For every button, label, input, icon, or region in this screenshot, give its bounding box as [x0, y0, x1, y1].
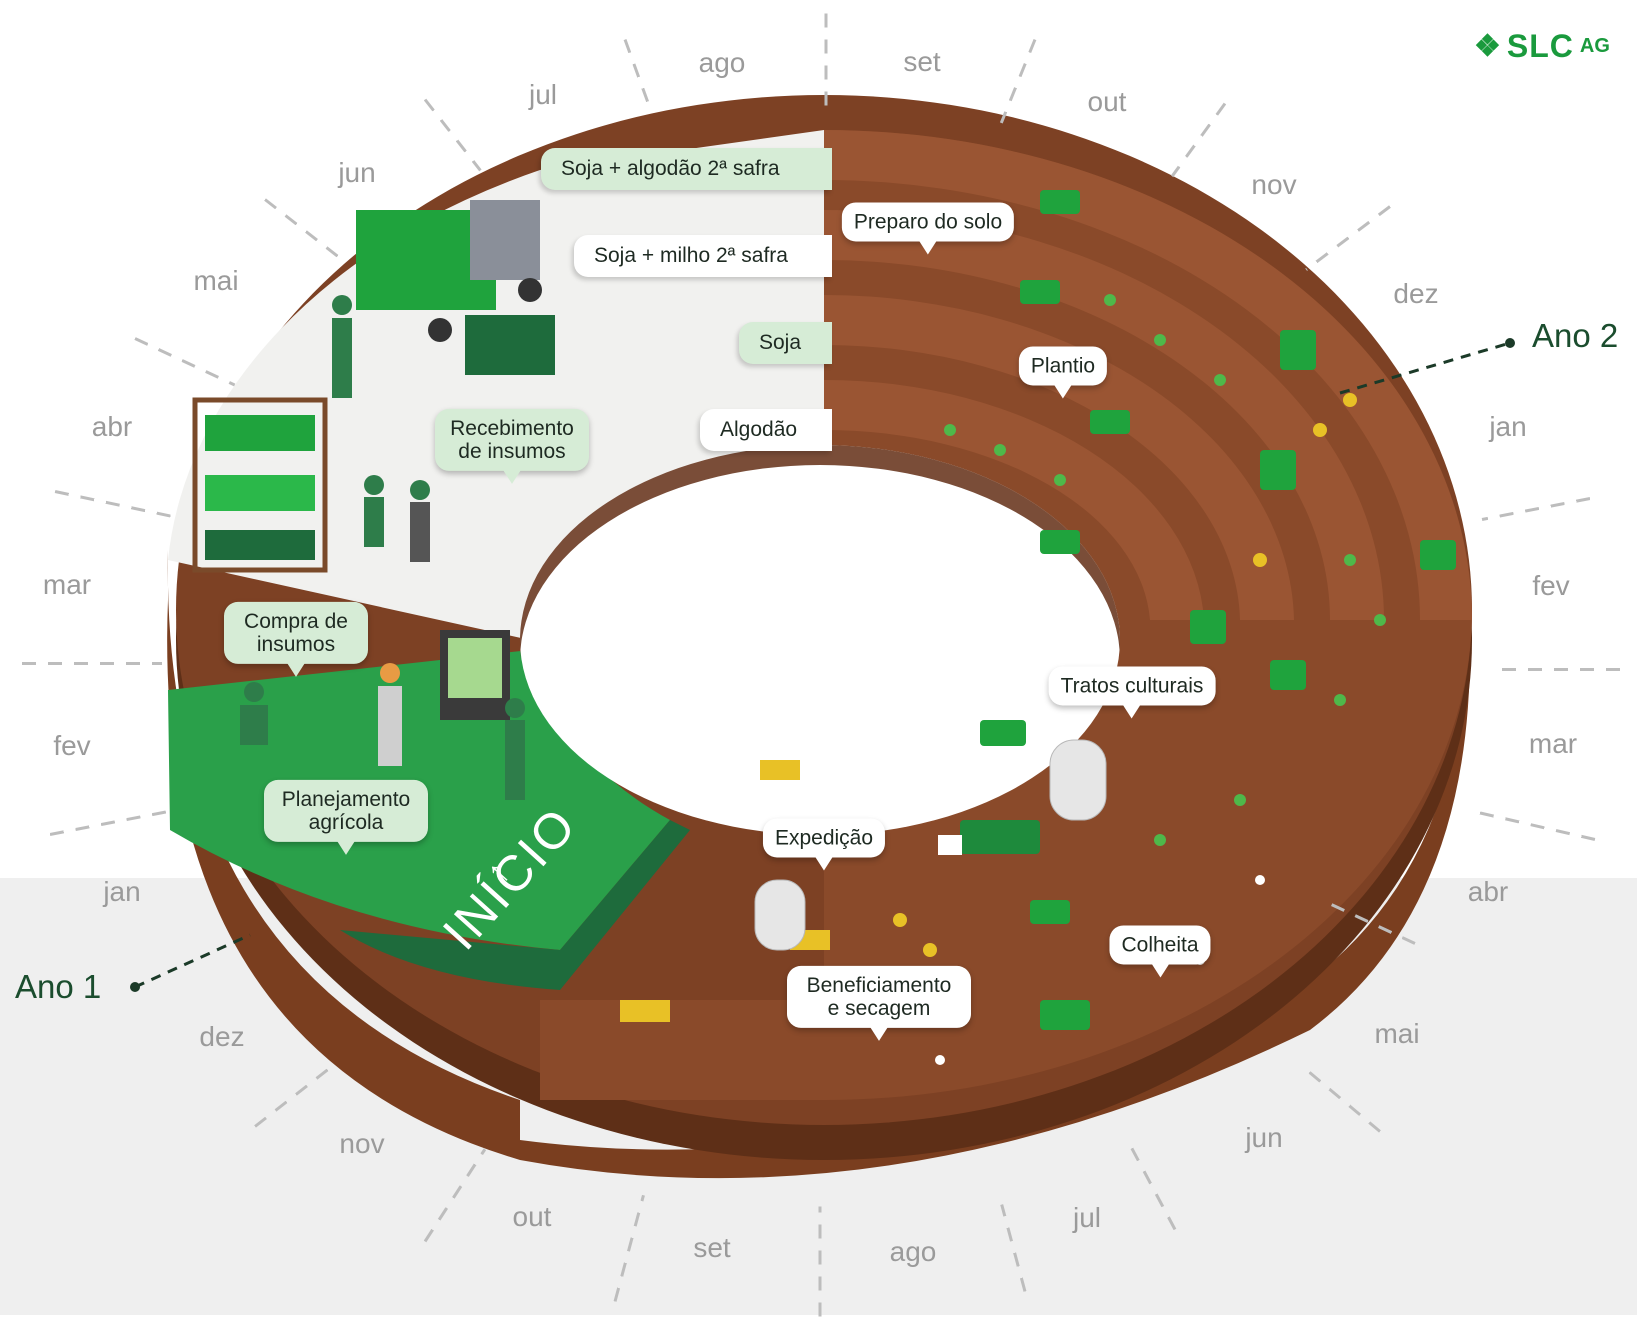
brand-suffix: AG — [1579, 35, 1610, 57]
callout-text: Compra de insumos — [244, 609, 348, 656]
callout-expedicao: Expedição — [762, 818, 886, 871]
callout-recebimento: Recebimento de insumos — [435, 408, 589, 485]
callout-text: Recebimento de insumos — [450, 416, 574, 463]
brand-logo: ❖ SLC AG — [1474, 28, 1610, 65]
callout-colheita: Colheita — [1109, 925, 1211, 978]
callout-beneficiamento: Beneficiamento e secagem — [787, 965, 971, 1042]
month-label: ago — [889, 1236, 937, 1267]
month-label: fev — [1532, 570, 1570, 601]
month-label: out — [512, 1201, 552, 1232]
callout-text: Preparo do solo — [853, 210, 1003, 234]
month-tick — [818, 1206, 822, 1317]
brand-mark-icon: ❖ — [1474, 30, 1501, 63]
month-label: dez — [1393, 278, 1439, 309]
legend-item-soja: Soja — [739, 322, 832, 364]
year-1-label: Ano 1 — [15, 968, 102, 1005]
callout-tratos-culturais: Tratos culturais — [1048, 666, 1216, 719]
month-label: abr — [1467, 876, 1509, 907]
storage-shelf — [192, 397, 328, 573]
month-label: jul — [1072, 1202, 1102, 1233]
callout-compra: Compra de insumos — [224, 601, 368, 678]
month-label: mar — [1528, 728, 1578, 759]
month-tick — [22, 662, 162, 665]
month-label: fev — [53, 730, 91, 761]
month-label: jan — [1489, 411, 1527, 442]
month-label: set — [693, 1232, 731, 1263]
callout-text: Expedição — [774, 826, 874, 850]
month-label: out — [1087, 86, 1127, 117]
callout-text: Beneficiamento e secagem — [806, 973, 952, 1020]
month-label: jun — [338, 157, 376, 188]
month-label: jan — [103, 876, 141, 907]
callout-text: Planejamento agrícola — [281, 787, 411, 834]
brand-word: SLC — [1506, 28, 1574, 64]
month-label: abr — [91, 411, 133, 442]
month-label: mar — [42, 569, 92, 600]
month-label: mai — [1374, 1018, 1420, 1049]
legend-item-soja-algodao: Soja + algodão 2ª safra — [541, 148, 832, 190]
legend-item-soja-milho: Soja + milho 2ª safra — [574, 235, 832, 277]
callout-plantio: Plantio — [1018, 346, 1108, 399]
month-label: jun — [1245, 1122, 1283, 1153]
callout-text: Plantio — [1030, 354, 1096, 378]
month-label: jul — [528, 79, 558, 110]
center-hole — [520, 445, 1120, 835]
month-tick — [1500, 668, 1620, 671]
month-label: set — [903, 46, 941, 77]
callout-text: Colheita — [1121, 933, 1199, 957]
month-label: nov — [1251, 169, 1297, 200]
callout-preparo-solo: Preparo do solo — [841, 202, 1015, 255]
callout-planejamento: Planejamento agrícola — [264, 779, 428, 856]
legend-item-algodao: Algodão — [700, 409, 832, 451]
year-2-label: Ano 2 — [1532, 317, 1619, 354]
month-tick — [824, 13, 828, 114]
callout-text: Tratos culturais — [1060, 674, 1204, 698]
month-label: dez — [199, 1021, 245, 1052]
month-label: mai — [193, 265, 239, 296]
month-label: nov — [339, 1128, 385, 1159]
month-label: ago — [698, 47, 746, 78]
